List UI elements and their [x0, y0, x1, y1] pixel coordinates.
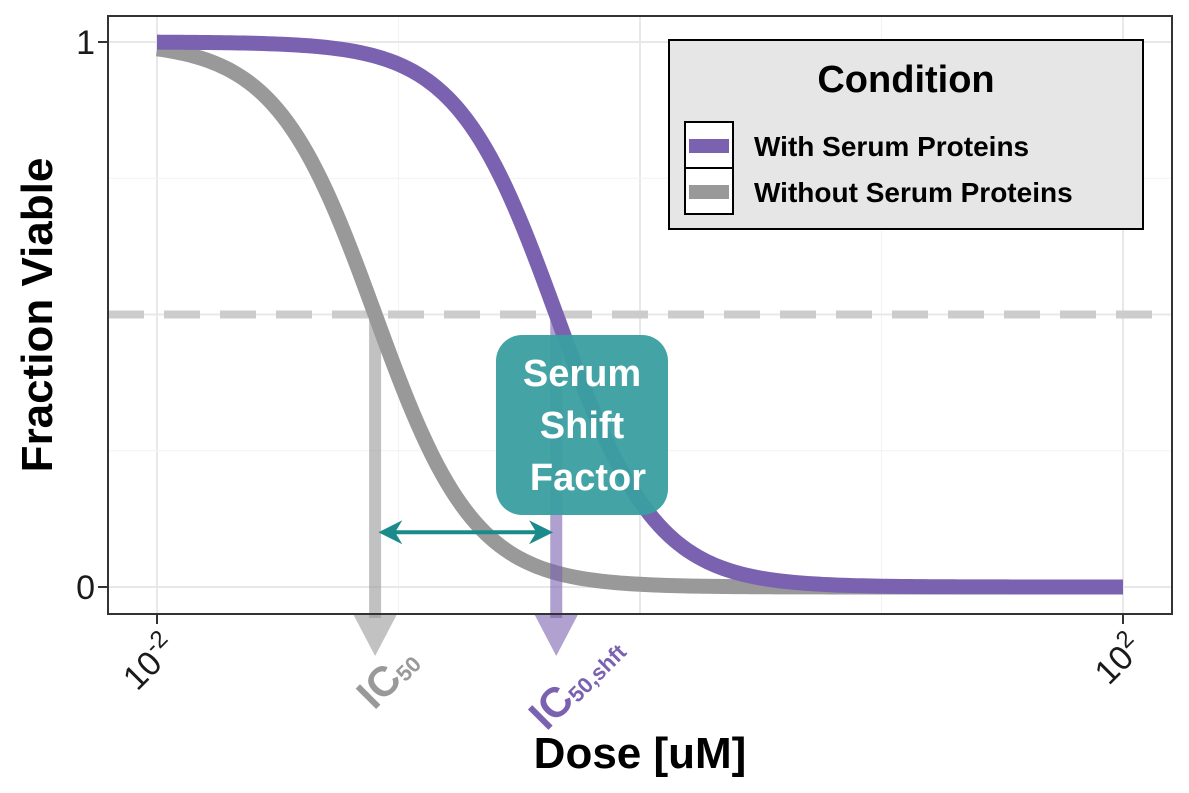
serum-shift-factor-box-bg	[496, 335, 668, 515]
ic50-shift-label-sub: 50,shft	[563, 639, 631, 707]
x-tick-label-1: 102	[1084, 625, 1151, 692]
y-tick-label-1: 1	[76, 24, 95, 62]
x-axis-title: Dose [uM]	[534, 729, 747, 778]
serum-shift-factor-box: Serum Shift Factor	[496, 335, 668, 515]
legend-title: Condition	[817, 59, 994, 101]
legend-entry-without-serum: Without Serum Proteins	[754, 177, 1073, 208]
box-text-line-3: Factor	[530, 457, 646, 499]
legend: Condition With Serum Proteins Without Se…	[668, 39, 1144, 230]
box-text-line-1: Serum	[523, 353, 641, 395]
y-tick-label-0: 0	[76, 569, 95, 607]
ic50-shift-arrowhead	[534, 614, 579, 656]
ic50-label: IC50	[347, 637, 427, 717]
legend-background	[668, 39, 1144, 230]
ic50-arrowhead	[353, 614, 398, 656]
plot-panel-border	[107, 15, 1173, 615]
axis-ticks	[98, 41, 1124, 624]
x-tick-label-0: 10-2	[112, 625, 184, 697]
legend-entry-with-serum: With Serum Proteins	[754, 131, 1029, 162]
box-text-line-2: Shift	[540, 405, 625, 447]
ic50-shift-label: IC50,shft	[520, 625, 634, 739]
y-axis-title: Fraction Viable	[13, 158, 62, 473]
